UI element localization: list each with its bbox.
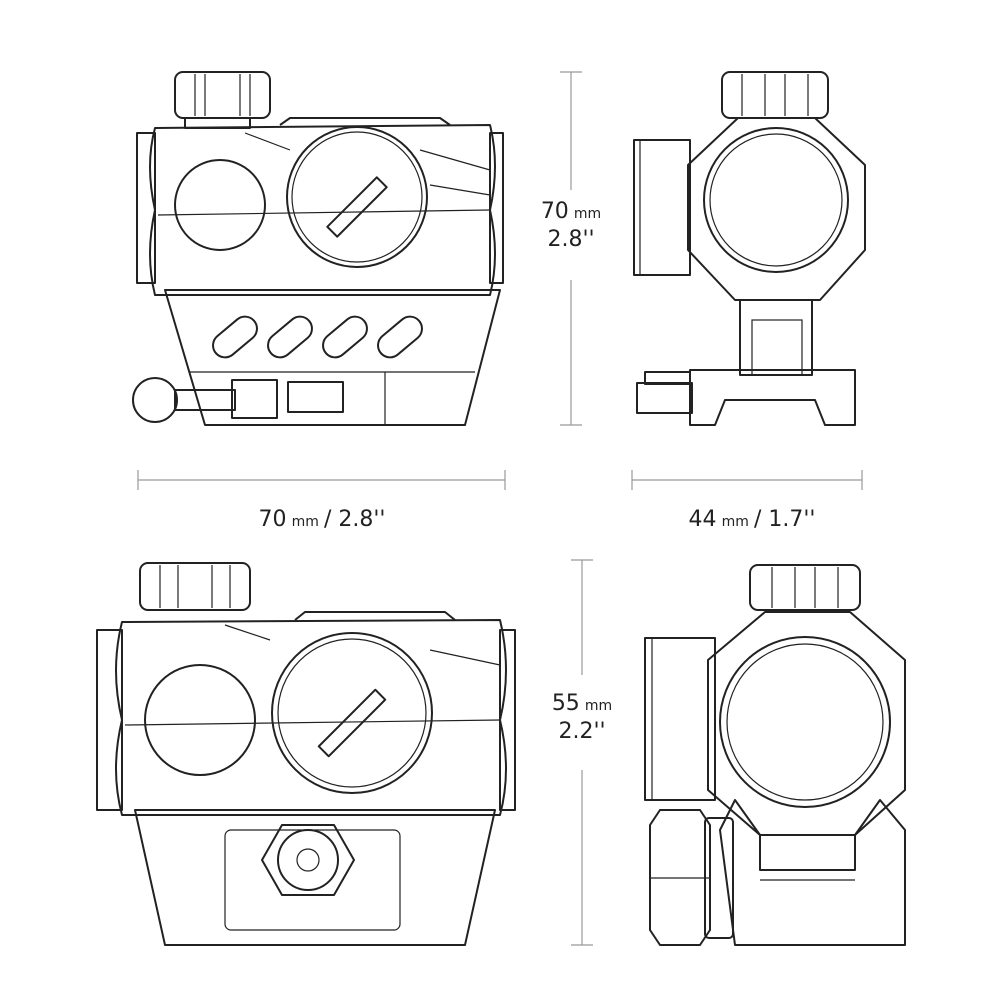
top-width-side-imperial: / 2.8'' (323, 507, 386, 532)
side-view-low-mount (96, 562, 516, 946)
front-view-low-mount (644, 564, 906, 946)
top-width-front-imperial: / 1.7'' (753, 507, 816, 532)
top-width-front-value: 44 (688, 507, 717, 532)
bottom-height-imperial: 2.2'' (558, 718, 606, 744)
top-width-side-label: 70 mm / 2.8'' (222, 506, 422, 534)
top-height-label: 70 mm 2.8'' (520, 198, 622, 253)
top-width-front-label: 44 mm / 1.7'' (652, 506, 852, 534)
top-height-imperial: 2.8'' (547, 226, 595, 252)
dimension-line-top-width-front (631, 470, 863, 490)
front-view-qd-mount (633, 71, 866, 426)
dimension-line-bottom-height (571, 559, 593, 946)
top-height-value: 70 (540, 199, 569, 224)
bottom-height-value: 55 (551, 691, 580, 716)
side-view-qd-mount (132, 71, 504, 426)
top-width-side-unit: mm (291, 514, 319, 530)
dimension-line-top-height (560, 71, 582, 426)
top-width-front-unit: mm (721, 514, 749, 530)
dimension-line-top-width-side (137, 470, 506, 490)
top-width-side-value: 70 (258, 507, 287, 532)
top-height-unit: mm (573, 206, 602, 222)
bottom-height-label: 55 mm 2.2'' (531, 690, 633, 745)
bottom-height-unit: mm (584, 698, 613, 714)
